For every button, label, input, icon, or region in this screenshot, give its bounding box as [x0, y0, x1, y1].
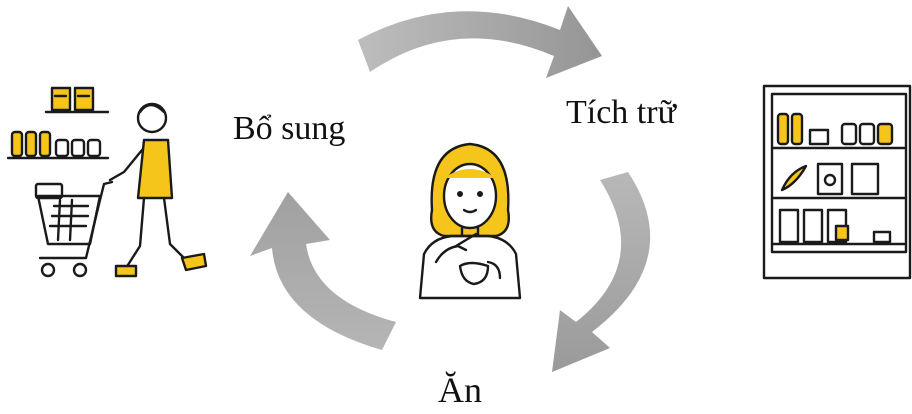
step-label-replenish: Bổ sung: [233, 110, 346, 147]
arrow-store-to-eat: [552, 172, 651, 372]
arrow-eat-to-replenish: [250, 192, 396, 350]
woman-eating-icon: [418, 142, 522, 300]
step-label-store: Tích trữ: [566, 94, 677, 131]
cycle-arrows: [250, 6, 651, 372]
step-label-eat: Ăn: [438, 370, 482, 410]
shopper-with-cart-icon: [6, 86, 208, 278]
arrow-replenish-to-store: [358, 6, 602, 78]
pantry-shelf-icon: [762, 84, 912, 280]
